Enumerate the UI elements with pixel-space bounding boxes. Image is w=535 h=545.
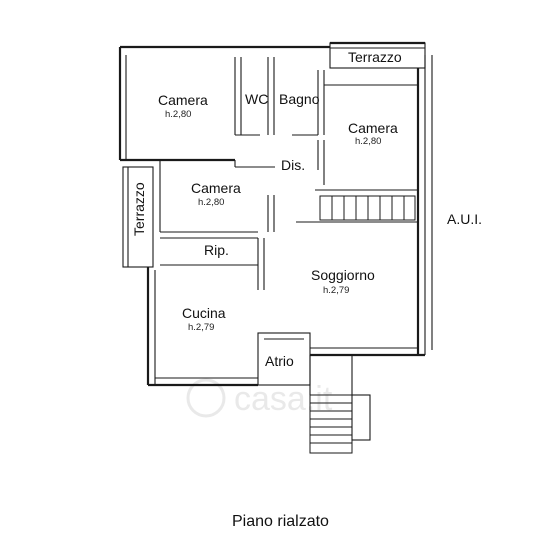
svg-text:Rip.: Rip. bbox=[204, 242, 229, 258]
room-label-cucina: Cucina h.2,79 bbox=[182, 305, 226, 333]
room-label-disimpegno: Dis. bbox=[281, 157, 305, 173]
entrance-steps bbox=[309, 355, 371, 454]
svg-text:h.2,80: h.2,80 bbox=[165, 109, 191, 120]
room-label-soggiorno: Soggiorno h.2,79 bbox=[311, 267, 375, 296]
room-label-atrio: Atrio bbox=[265, 353, 294, 369]
svg-text:Camera: Camera bbox=[158, 92, 208, 108]
room-label-camera-ne: Camera h.2,80 bbox=[348, 120, 398, 147]
room-label-ripostiglio: Rip. bbox=[204, 242, 229, 258]
room-label-wc: WC bbox=[245, 91, 268, 107]
svg-text:h.2,79: h.2,79 bbox=[188, 322, 214, 333]
svg-text:WC: WC bbox=[245, 91, 268, 107]
watermark-text: casa.it bbox=[234, 380, 333, 418]
room-label-bagno: Bagno bbox=[279, 91, 320, 107]
walls bbox=[118, 41, 433, 387]
svg-text:Camera: Camera bbox=[348, 120, 398, 136]
room-label-terrazzo-left: Terrazzo bbox=[131, 182, 147, 236]
svg-text:Cucina: Cucina bbox=[182, 305, 226, 321]
floor-caption: Piano rialzato bbox=[232, 513, 329, 530]
svg-text:Atrio: Atrio bbox=[265, 353, 294, 369]
room-label-terrazzo-top: Terrazzo bbox=[348, 49, 402, 65]
svg-text:Terrazzo: Terrazzo bbox=[348, 49, 402, 65]
svg-text:Soggiorno: Soggiorno bbox=[311, 267, 375, 283]
svg-text:Bagno: Bagno bbox=[279, 91, 320, 107]
svg-text:Dis.: Dis. bbox=[281, 157, 305, 173]
svg-text:Terrazzo: Terrazzo bbox=[131, 182, 147, 236]
svg-text:h.2,80: h.2,80 bbox=[198, 197, 224, 208]
staircase bbox=[319, 195, 416, 221]
room-label-camera-mid: Camera h.2,80 bbox=[191, 180, 241, 208]
neighbor-label: A.U.I. bbox=[447, 211, 482, 227]
svg-text:h.2,79: h.2,79 bbox=[323, 285, 349, 296]
svg-text:Camera: Camera bbox=[191, 180, 241, 196]
room-label-camera-nw: Camera h.2,80 bbox=[158, 92, 208, 120]
watermark: casa.it bbox=[186, 378, 333, 418]
svg-text:h.2,80: h.2,80 bbox=[355, 136, 381, 147]
